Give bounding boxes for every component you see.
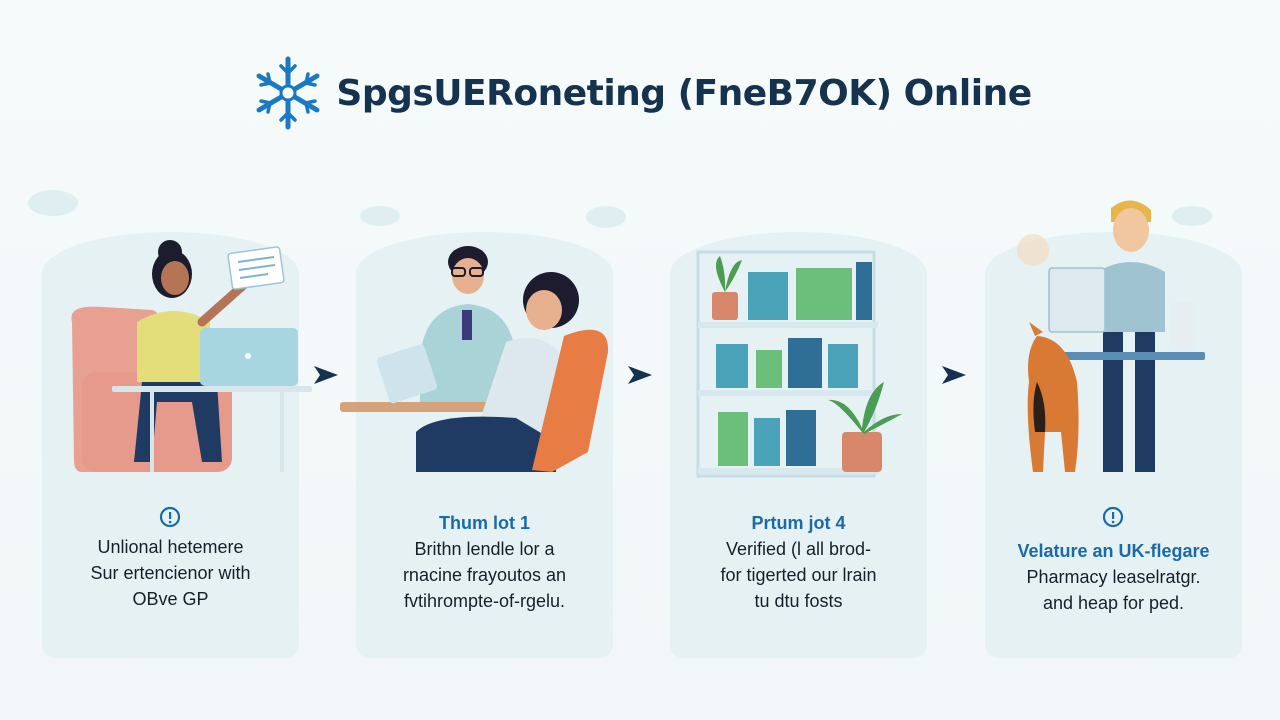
step-card-4: Velature an UK-flegare Pharmacy leaselra… [985,200,1242,658]
step-text-line: tu dtu fosts [754,591,843,611]
step-text-line: Brithn lendle lor a [414,539,555,559]
step-description: Velature an UK-flegare Pharmacy leaselra… [997,538,1230,616]
step-card-2: Thum lot 1 Brithn lendle lor a rnacine f… [340,232,613,658]
patient-laptop-illustration [71,240,312,472]
page-header: SpgsUERoneting (FneB7OK) Online [0,48,1280,138]
decor-cloud [28,190,78,216]
decor-cloud [360,206,400,226]
step-card-3: Prtum jot 4 Verified (l all brod- for ti… [670,232,927,658]
info-badge-icon [159,506,181,528]
step-text-line: rnacine frayoutos an [402,565,567,585]
pharmacy-shelves-illustration [696,250,902,478]
pharmacist-with-dog-illustration [1017,200,1205,472]
step-text-line: Unlional hetemere [97,537,244,557]
step-text-line: Velature an UK-flegare [1017,541,1210,561]
step-description: Verified (l all brod- for tigerted our l… [682,536,915,614]
snowflake-icon [256,56,320,130]
step-text-line: fvtihrompte-of-rgelu. [403,591,566,611]
page-title: SpgsUERoneting (FneB7OK) Online [336,72,1032,114]
step-description: Unlional hetemere Sur ertencienor with O… [54,534,287,612]
step-title: Prtum jot 4 [751,513,846,533]
step-text-line: for tigerted our lrain [720,565,877,585]
step-description: Brithn lendle lor a rnacine frayoutos an… [368,536,601,614]
arrow-right-icon [628,366,652,384]
arrow-right-icon [942,366,966,384]
step-text-line: Pharmacy leaselratgr. [1026,567,1201,587]
step-text-line: Verified (l all brod- [725,539,872,559]
doctor-consultation-illustration [340,246,609,472]
step-text-line: Sur ertencienor with [90,563,251,583]
decor-cloud [586,206,626,228]
info-badge-icon [1102,506,1124,528]
decor-cloud [1172,206,1212,226]
step-card-1: Unlional hetemere Sur ertencienor with O… [42,232,312,658]
step-text-line: OBve GP [132,589,209,609]
step-title: Thum lot 1 [439,513,530,533]
step-text-line: and heap for ped. [1042,593,1185,613]
arrow-right-icon [314,366,338,384]
